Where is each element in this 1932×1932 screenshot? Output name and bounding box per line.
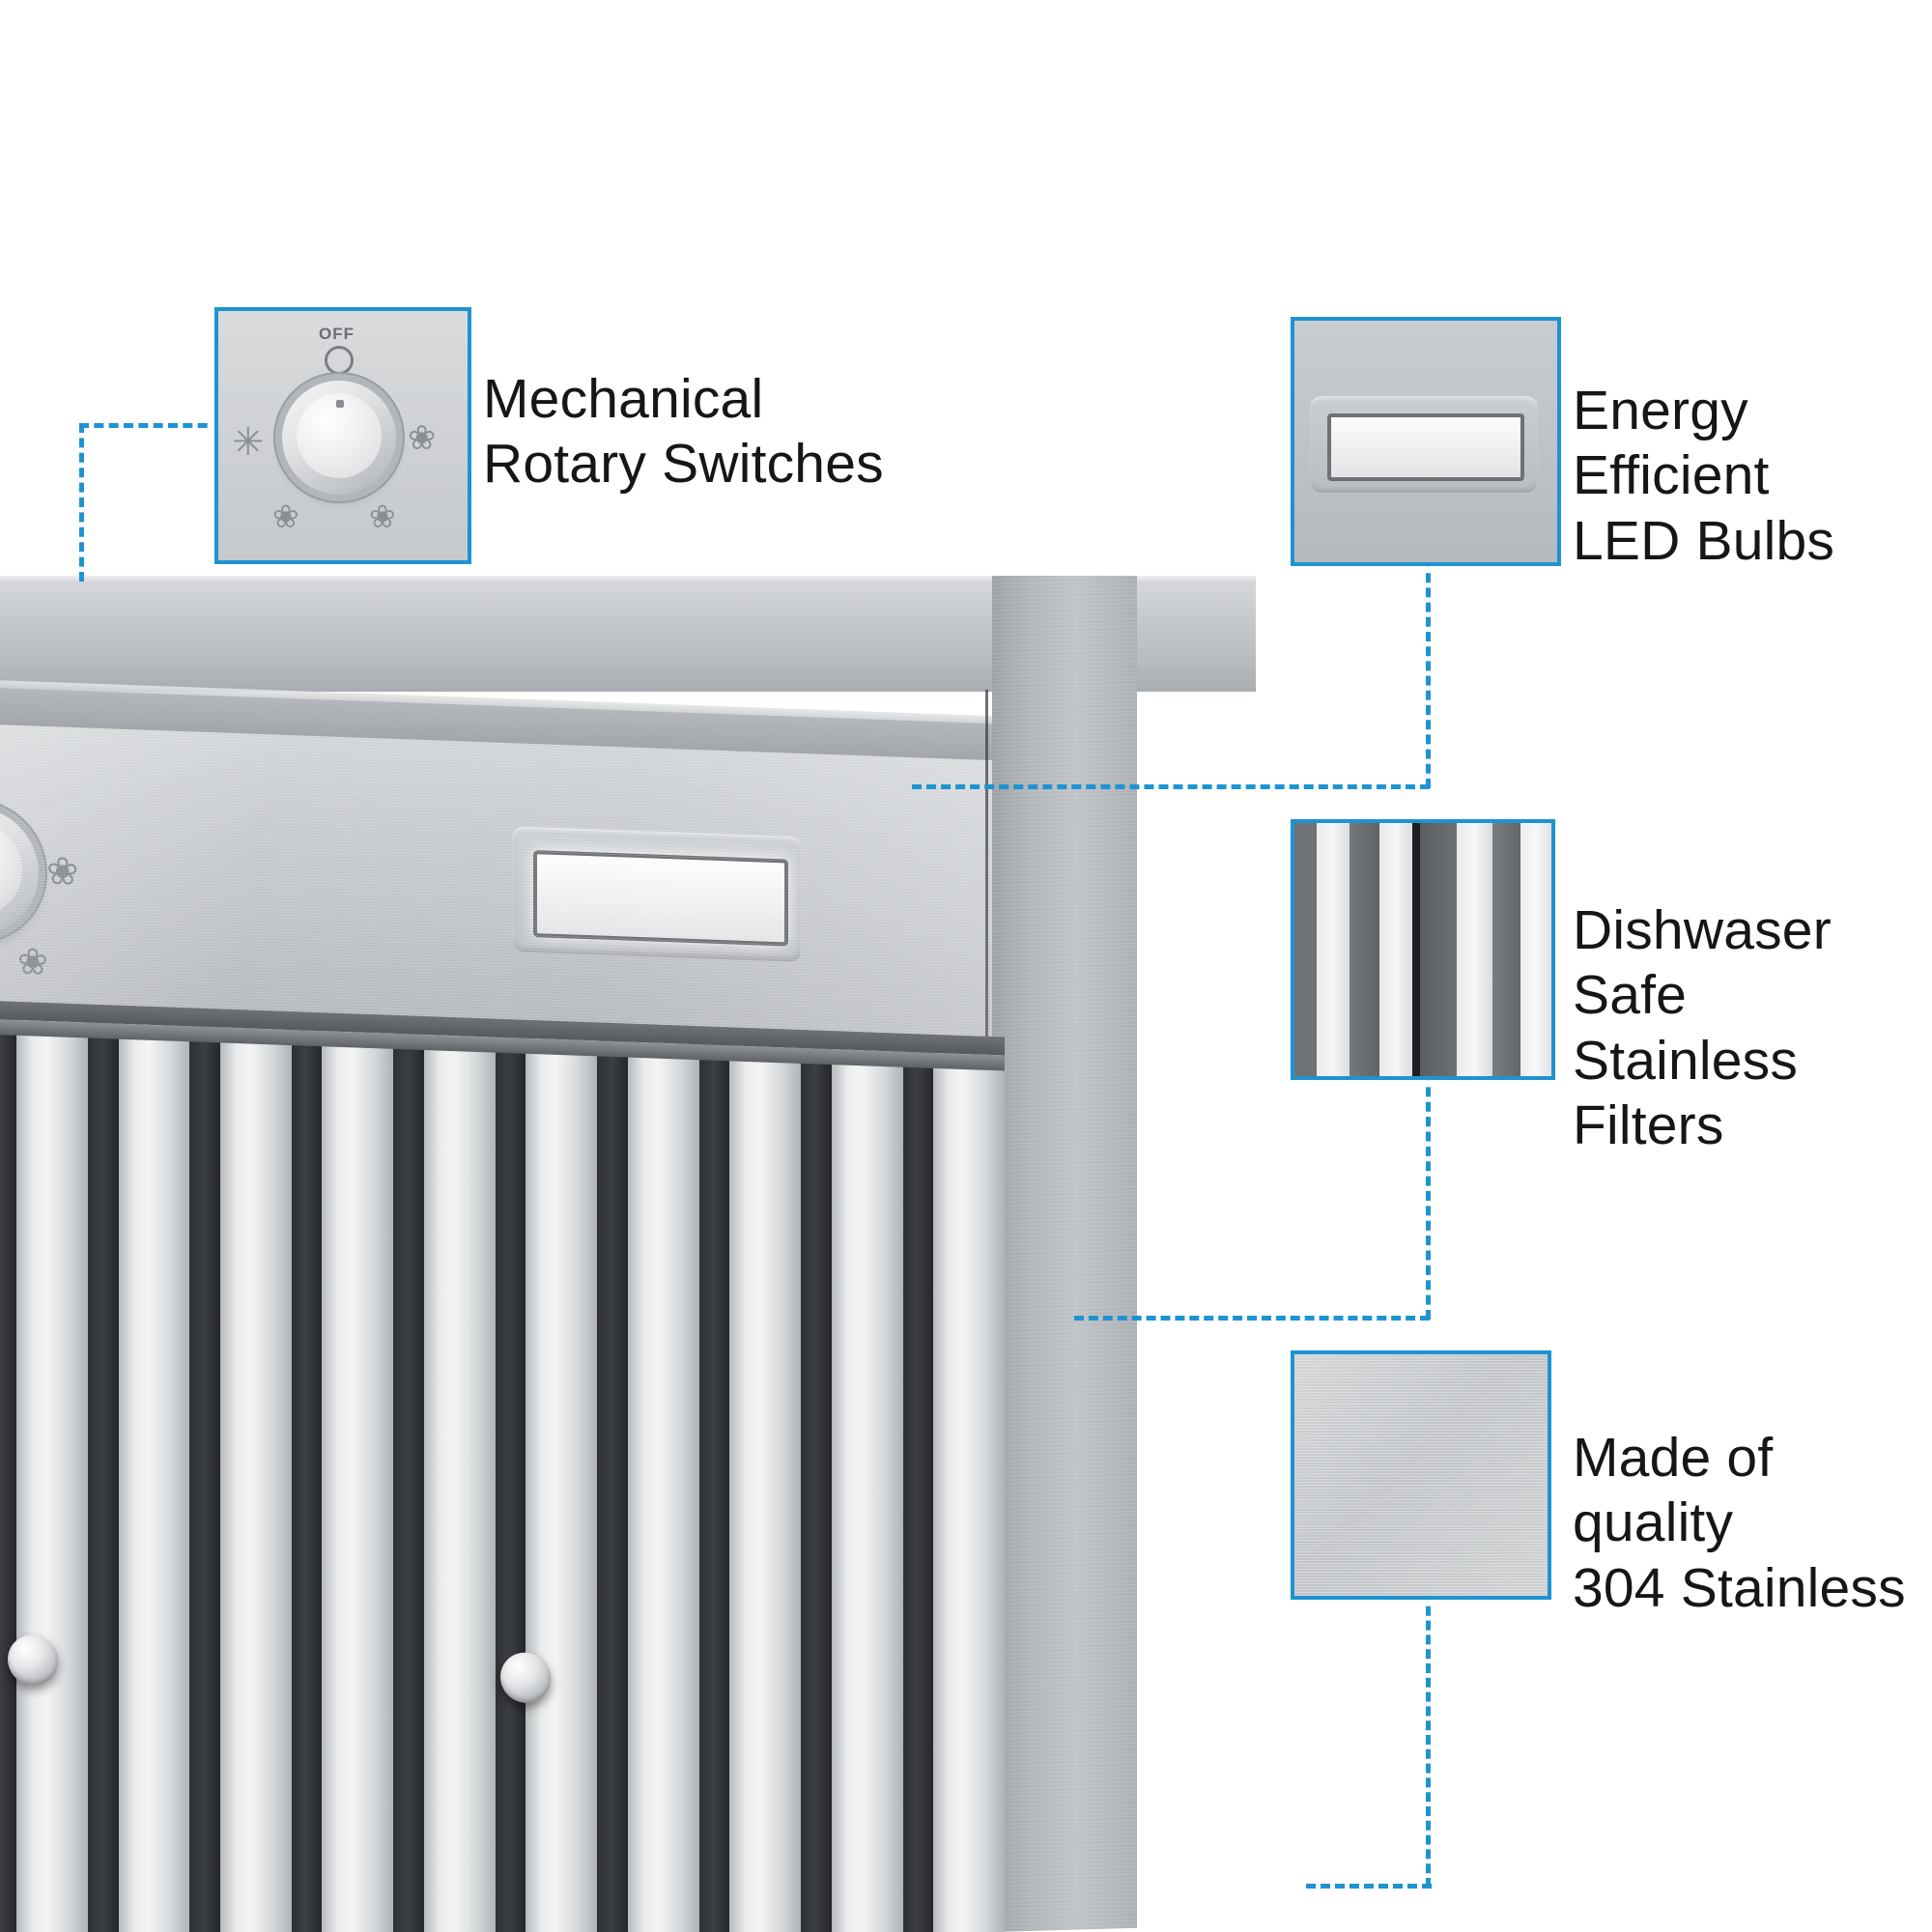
baffle-vane <box>0 1018 88 1932</box>
baffle-panel <box>627 1041 699 1932</box>
range-hood-product-photo: OFF ✳ ❀ ❀ ❀ <box>0 576 1256 1932</box>
baffle-slot <box>189 1026 220 1932</box>
baffle-vane <box>698 1044 802 1932</box>
leader-line-stainless-horizontal <box>1306 1884 1432 1889</box>
baffle-panel <box>526 1037 598 1932</box>
leader-line-rotary-vertical <box>79 423 84 582</box>
hood-deck-highlight <box>0 576 1256 584</box>
callout-led-lens-icon <box>1327 413 1524 481</box>
hood-control-fascia: OFF ✳ ❀ ❀ ❀ <box>0 721 1005 1051</box>
callout-label-stainless-filters: Dishwaser Safe Stainless Filters <box>1573 899 1832 1156</box>
callout-filter-stripe <box>1420 823 1457 1076</box>
baffle-vane <box>291 1030 394 1932</box>
leader-line-filters-horizontal <box>1074 1316 1430 1321</box>
baffle-vane <box>495 1037 598 1932</box>
baffle-slot <box>291 1030 323 1932</box>
callout-knob-off-indicator-icon <box>325 346 354 375</box>
leader-line-led-vertical <box>1426 558 1431 788</box>
callout-knob-pointer-mark <box>336 400 344 408</box>
callout-filter-stripe <box>1520 823 1551 1076</box>
led-light-panel[interactable] <box>512 826 802 963</box>
callout-light-asterisk-icon: ✳ <box>232 421 265 464</box>
callout-label-led-bulbs: Energy Efficient LED Bulbs <box>1573 380 1835 572</box>
led-lens-icon <box>533 850 788 947</box>
baffle-vane <box>597 1040 699 1932</box>
baffle-slot <box>698 1044 730 1932</box>
baffle-panel <box>423 1035 496 1932</box>
baffle-panel <box>933 1052 1005 1932</box>
baffle-slot <box>0 1018 17 1932</box>
filter-latch-knob-icon[interactable] <box>500 1651 551 1704</box>
callout-label-304-stainless: Made of quality 304 Stainless <box>1573 1427 1906 1619</box>
callout-filter-stripe <box>1378 823 1413 1076</box>
fan-speed-3-icon: ❀ <box>17 941 48 984</box>
rotary-switch-control[interactable]: OFF ✳ ❀ ❀ ❀ <box>0 740 116 990</box>
baffle-vane <box>189 1026 292 1932</box>
callout-box-rotary-switches[interactable]: OFF ✳ ❀ ❀ ❀ <box>214 307 471 564</box>
baffle-panel <box>219 1027 292 1932</box>
fan-speed-1-icon: ❀ <box>46 850 79 895</box>
callout-filter-stripe <box>1294 823 1317 1076</box>
rotary-knob-dial[interactable] <box>0 805 39 937</box>
baffle-vane <box>902 1051 1005 1932</box>
callout-led-housing <box>1310 396 1538 493</box>
baffle-vane <box>801 1047 903 1932</box>
baffle-filter-array <box>0 1015 1005 1932</box>
callout-filter-stripe <box>1456 823 1492 1076</box>
baffle-panel <box>831 1049 903 1932</box>
callout-fan-speed-2-icon: ❀ <box>272 498 299 534</box>
callout-filter-stripe <box>1412 823 1421 1076</box>
callout-rotary-knob-dial <box>282 381 396 495</box>
baffle-vane <box>393 1033 496 1932</box>
baffle-vane <box>87 1022 190 1932</box>
callout-box-stainless-filters[interactable] <box>1291 819 1555 1080</box>
callout-fan-speed-1-icon: ❀ <box>408 419 437 457</box>
baffle-panel <box>16 1019 88 1932</box>
baffle-slot <box>902 1051 934 1932</box>
callout-filter-stripe <box>1492 823 1521 1076</box>
baffle-panel <box>322 1031 394 1932</box>
leader-line-stainless-vertical <box>1426 1592 1431 1888</box>
baffle-panel <box>729 1045 802 1932</box>
hood-side-panel <box>992 576 1137 1932</box>
baffle-slot <box>393 1033 424 1932</box>
baffle-panel <box>118 1023 190 1932</box>
callout-fan-speed-3-icon: ❀ <box>369 498 396 534</box>
leader-line-filters-vertical <box>1426 1072 1431 1320</box>
callout-box-304-stainless[interactable] <box>1291 1350 1551 1600</box>
baffle-slot <box>597 1040 628 1932</box>
baffle-slot <box>87 1022 119 1932</box>
callout-knob-off-label: OFF <box>319 325 355 343</box>
callout-filter-stripe <box>1316 823 1350 1076</box>
baffle-slot <box>495 1037 526 1932</box>
baffle-slot <box>801 1047 832 1932</box>
fascia-sheen <box>0 721 1005 1051</box>
baffle-cap <box>0 1018 88 1038</box>
callout-box-led-bulbs[interactable] <box>1291 317 1561 566</box>
callout-label-rotary-switches: Mechanical Rotary Switches <box>483 368 884 496</box>
callout-filter-stripe <box>1350 823 1379 1076</box>
leader-line-rotary-horizontal <box>79 423 222 428</box>
filter-latch-knob-icon[interactable] <box>8 1634 58 1687</box>
leader-line-led-horizontal <box>912 784 1430 789</box>
